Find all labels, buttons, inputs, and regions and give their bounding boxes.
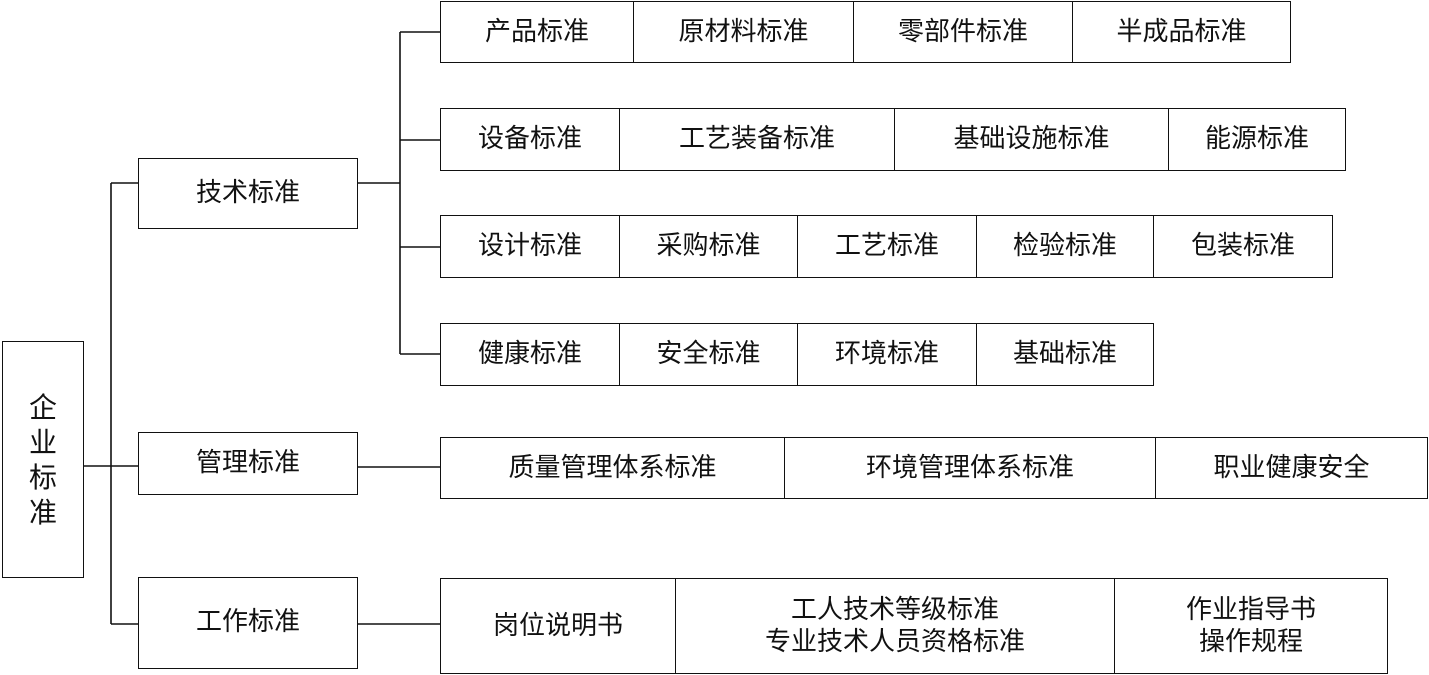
root-char-2: 业: [28, 425, 57, 459]
tech-item-basic-standard: 基础标准: [976, 324, 1153, 385]
category-management-standard: 管理标准: [138, 432, 358, 495]
work-item-instructions-procedures: 作业指导书 操作规程: [1114, 579, 1387, 673]
tech-item-energy-standard: 能源标准: [1168, 109, 1345, 170]
work-item-qualification-standards: 工人技术等级标准 专业技术人员资格标准: [675, 579, 1114, 673]
tech-item-infrastructure-standard: 基础设施标准: [894, 109, 1168, 170]
tech-item-procurement-standard: 采购标准: [619, 216, 797, 277]
work-item-job-description: 岗位说明书: [441, 579, 675, 673]
tech-item-health-standard: 健康标准: [477, 339, 582, 370]
work-item-procedure-text: 操作规程: [1198, 627, 1303, 657]
tech-item-environment-standard: 环境标准: [797, 324, 976, 385]
work-item-worker-grade-text: 工人技术等级标准: [790, 594, 999, 625]
work-row: 岗位说明书 工人技术等级标准 专业技术人员资格标准 作业指导书 操作规程: [440, 578, 1388, 674]
tech-row-2: 设备标准 工艺装备标准 基础设施标准 能源标准: [440, 108, 1346, 171]
tech-item-product-standard: 产品标准: [484, 16, 589, 47]
tech-item-process-standard: 工艺标准: [797, 216, 976, 277]
category-work-standard: 工作标准: [138, 577, 358, 669]
mgmt-item-environment-system: 环境管理体系标准: [784, 438, 1155, 498]
root-char-4: 准: [28, 495, 57, 529]
work-item-instruction-text: 作业指导书: [1185, 594, 1316, 625]
mgmt-row: 质量管理体系标准 环境管理体系标准 职业健康安全: [440, 437, 1428, 499]
tech-item-design-standard: 设计标准: [477, 231, 582, 262]
tech-item-equipment-standard: 设备标准: [477, 124, 582, 155]
mgmt-item-quality-system: 质量管理体系标准: [508, 452, 717, 483]
root-box-enterprise-standard: 企 业 标 准: [2, 341, 84, 578]
tech-item-tooling-standard: 工艺装备标准: [619, 109, 894, 170]
work-item-job-description-text: 岗位说明书: [492, 610, 623, 641]
tech-row-1: 产品标准 原材料标准 零部件标准 半成品标准: [440, 1, 1291, 63]
work-item-professional-qualification-text: 专业技术人员资格标准: [764, 627, 1025, 657]
root-char-1: 企: [28, 390, 57, 424]
category-technical-standard: 技术标准: [138, 158, 358, 229]
tech-item-inspection-standard: 检验标准: [976, 216, 1153, 277]
tech-item-raw-material-standard: 原材料标准: [633, 2, 853, 62]
tech-item-semi-finished-standard: 半成品标准: [1072, 2, 1290, 62]
tech-item-safety-standard: 安全标准: [619, 324, 797, 385]
tech-item-parts-standard: 零部件标准: [853, 2, 1072, 62]
tech-row-3: 设计标准 采购标准 工艺标准 检验标准 包装标准: [440, 215, 1333, 278]
tech-item-packaging-standard: 包装标准: [1153, 216, 1332, 277]
mgmt-item-occupational-health-safety: 职业健康安全: [1155, 438, 1427, 498]
tech-row-4: 健康标准 安全标准 环境标准 基础标准: [440, 323, 1154, 386]
root-char-3: 标: [28, 460, 57, 494]
